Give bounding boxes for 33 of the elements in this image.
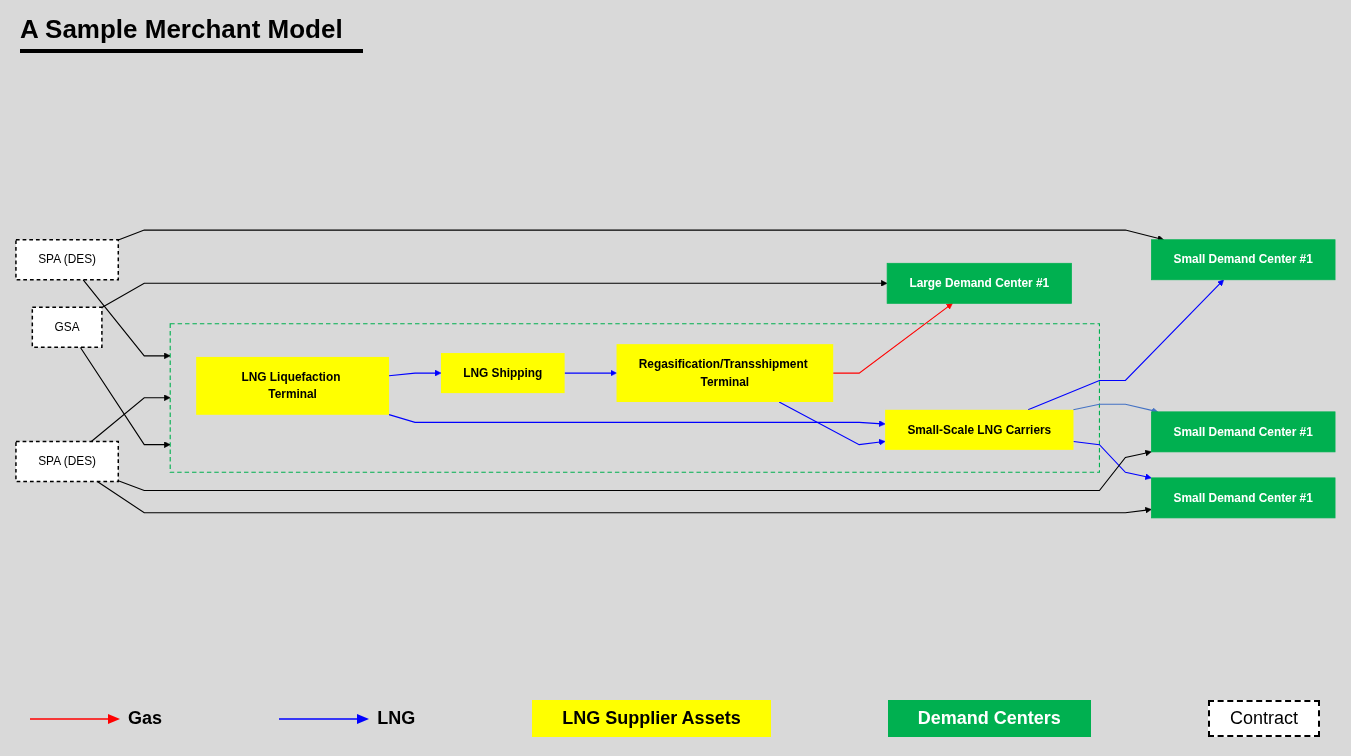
arrow (388, 414, 886, 427)
node-box: Small-Scale LNG Carriers (885, 409, 1074, 450)
arrow (778, 401, 886, 446)
cluster (169, 323, 1100, 473)
legend-swatch: Contract (1207, 700, 1320, 737)
arrow (79, 346, 171, 448)
node-box: Regasification/Transshipment Terminal (616, 344, 834, 402)
arrow (117, 229, 1164, 242)
node-box: SPA (DES) (15, 239, 119, 281)
node-box: Small Demand Center #1 (1151, 411, 1336, 453)
arrow (96, 481, 1152, 514)
arrow (564, 369, 617, 377)
node-box: Small Demand Center #1 (1151, 239, 1336, 281)
diagram-title: A Sample Merchant Model (20, 14, 363, 53)
node-box: Large Demand Center #1 (886, 262, 1072, 304)
node-box: LNG Liquefaction Terminal (196, 356, 390, 415)
arrow (90, 394, 171, 443)
legend-swatch: LNG Supplier Assets (532, 700, 771, 737)
legend-text: Gas (128, 708, 163, 729)
arrow (82, 279, 171, 360)
arrow (101, 280, 888, 308)
arrow (1027, 279, 1224, 411)
arrow (388, 369, 442, 377)
arrow (1072, 440, 1152, 480)
node-box: GSA (31, 306, 103, 349)
arrow (832, 303, 953, 374)
node-box: SPA (DES) (15, 440, 119, 483)
node-box: Small Demand Center #1 (1151, 477, 1336, 519)
legend-swatch: Demand Centers (887, 700, 1091, 737)
legend-text: LNG (377, 708, 416, 729)
arrow (1072, 403, 1159, 414)
arrow (117, 449, 1152, 492)
node-box: LNG Shipping (441, 353, 565, 394)
